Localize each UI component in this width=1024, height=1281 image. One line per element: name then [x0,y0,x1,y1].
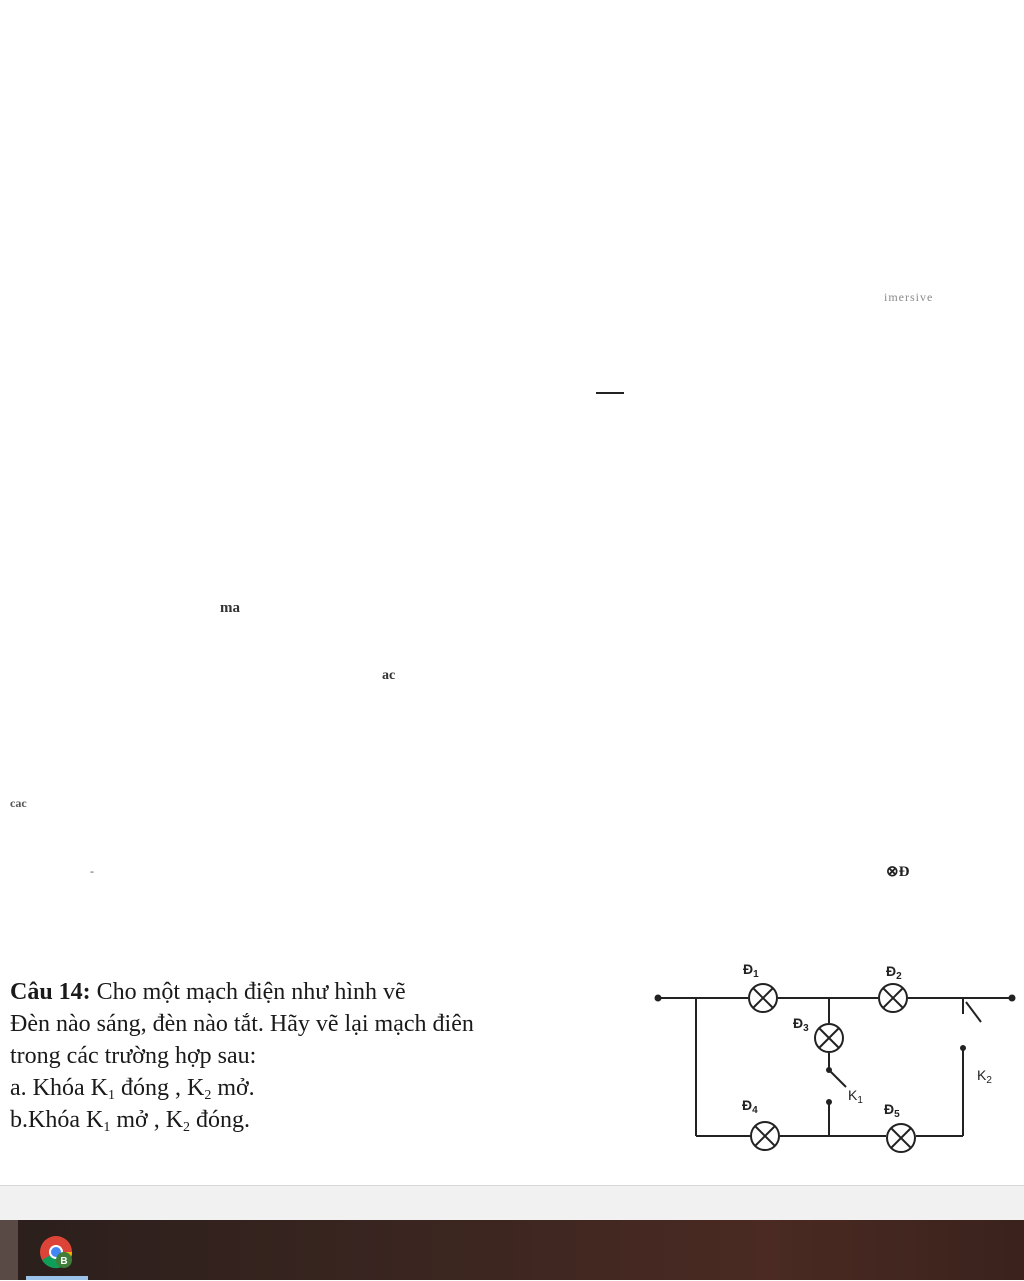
question-number: Câu 14: [10,979,91,1005]
text-fragment: cac [10,796,27,810]
switch-label-k2: K2 [977,1067,992,1086]
lamp-d4-icon [750,1121,780,1151]
profile-badge: B [60,1256,67,1267]
switch-contact [826,1067,832,1073]
lamp-label-d4: Đ4 [742,1097,758,1116]
taskbar: B [0,1220,1024,1280]
case-a-text: mở. [211,1075,255,1101]
question-line-1: Câu 14: Cho một mạch điện như hình vẽ [10,976,610,1008]
terminal-dot [654,994,662,1002]
lamp-label-d3: Đ3 [793,1015,809,1034]
lamp-d2-icon [878,983,908,1013]
question-text: Cho một mạch điện như hình vẽ [96,979,406,1005]
case-b-text: đóng. [190,1107,251,1133]
text-fragment: imersive [884,290,934,304]
terminal-dot [1008,994,1016,1002]
switch-contact [960,1045,966,1051]
subscript: 2 [204,1088,212,1103]
divider [596,392,624,394]
status-bar [0,1185,1024,1221]
text-fragment: ac [382,668,396,683]
lamp-d5-icon [886,1123,916,1153]
case-b-text: b.Khóa K [10,1107,104,1133]
case-a-text: a. Khóa K [10,1075,108,1101]
chrome-icon: B [40,1236,73,1269]
subscript: 1 [103,1120,111,1135]
subscript: 2 [183,1120,191,1135]
subscript: 1 [107,1088,115,1103]
question-line-3: trong các trường hợp sau: [10,1043,257,1069]
case-a: a. Khóa K1 đóng , K2 mở. [10,1072,610,1104]
lamp-label-d5: Đ5 [884,1101,900,1120]
taskbar-start-edge[interactable] [0,1220,18,1280]
circuit-diagram: Đ1 Đ2 Đ3 Đ4 Đ5 K1 K2 [654,961,1016,1153]
case-b: b.Khóa K1 mở , K2 đóng. [10,1104,610,1136]
question-line-2: Đèn nào sáng, đèn nào tắt. Hãy vẽ lại mạ… [10,1011,474,1037]
active-indicator [26,1276,88,1280]
question-block: Câu 14: Cho một mạch điện như hình vẽ Đè… [10,976,610,1136]
text-fragment: - [90,864,94,878]
switch-contact [826,1099,832,1105]
lamp-label-d1: Đ1 [743,961,759,980]
lamp-d3-icon [814,1023,844,1053]
switch-label-k1: K1 [848,1087,863,1106]
case-b-text: mở , K [110,1107,184,1133]
case-a-text: đóng , K [114,1075,205,1101]
lamp-d1-icon [748,983,778,1013]
text-fragment: ma [220,600,240,616]
lamp-label-d2: Đ2 [886,963,902,982]
text-fragment: ⊗Đ [886,864,910,880]
chrome-taskbar-button[interactable]: B [30,1230,80,1276]
